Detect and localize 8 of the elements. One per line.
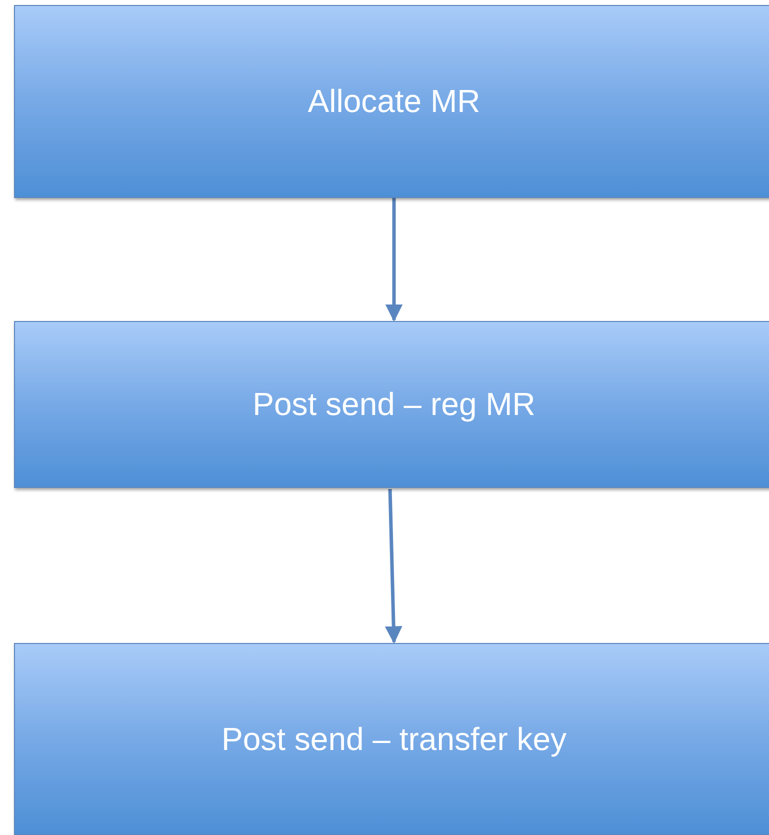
box-label: Post send – transfer key — [221, 720, 567, 758]
process-box — [14, 643, 769, 835]
box-label: Post send – reg MR — [252, 386, 536, 423]
arrow — [384, 488, 402, 644]
process-box — [14, 321, 769, 488]
arrow — [385, 198, 403, 322]
box-label: Allocate MR — [308, 83, 480, 120]
process-box — [14, 5, 769, 198]
